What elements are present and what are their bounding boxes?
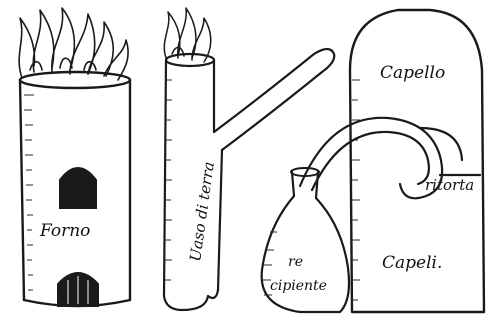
furnace: Forno: [19, 8, 130, 306]
capello-vessel: Capello ritorta Capeli.: [350, 10, 484, 312]
receiver-label-line2: cipiente: [270, 278, 327, 294]
capello-label: Capello: [380, 63, 445, 83]
receiver-label-line1: re: [288, 254, 303, 270]
receiver-flask: re cipiente: [262, 168, 349, 312]
connecting-tube: [300, 118, 442, 198]
furnace-label: Forno: [39, 221, 90, 241]
furnace-lower-door-icon: [58, 273, 98, 306]
capeli-label: Capeli.: [382, 253, 442, 273]
earthen-vessel-label: Uaso di terra: [186, 161, 218, 263]
furnace-upper-door-icon: [60, 168, 96, 208]
earthen-vessel: Uaso di terra: [164, 8, 334, 310]
furnace-flames-icon: [19, 8, 128, 80]
retort-label: ritorta: [425, 176, 474, 194]
